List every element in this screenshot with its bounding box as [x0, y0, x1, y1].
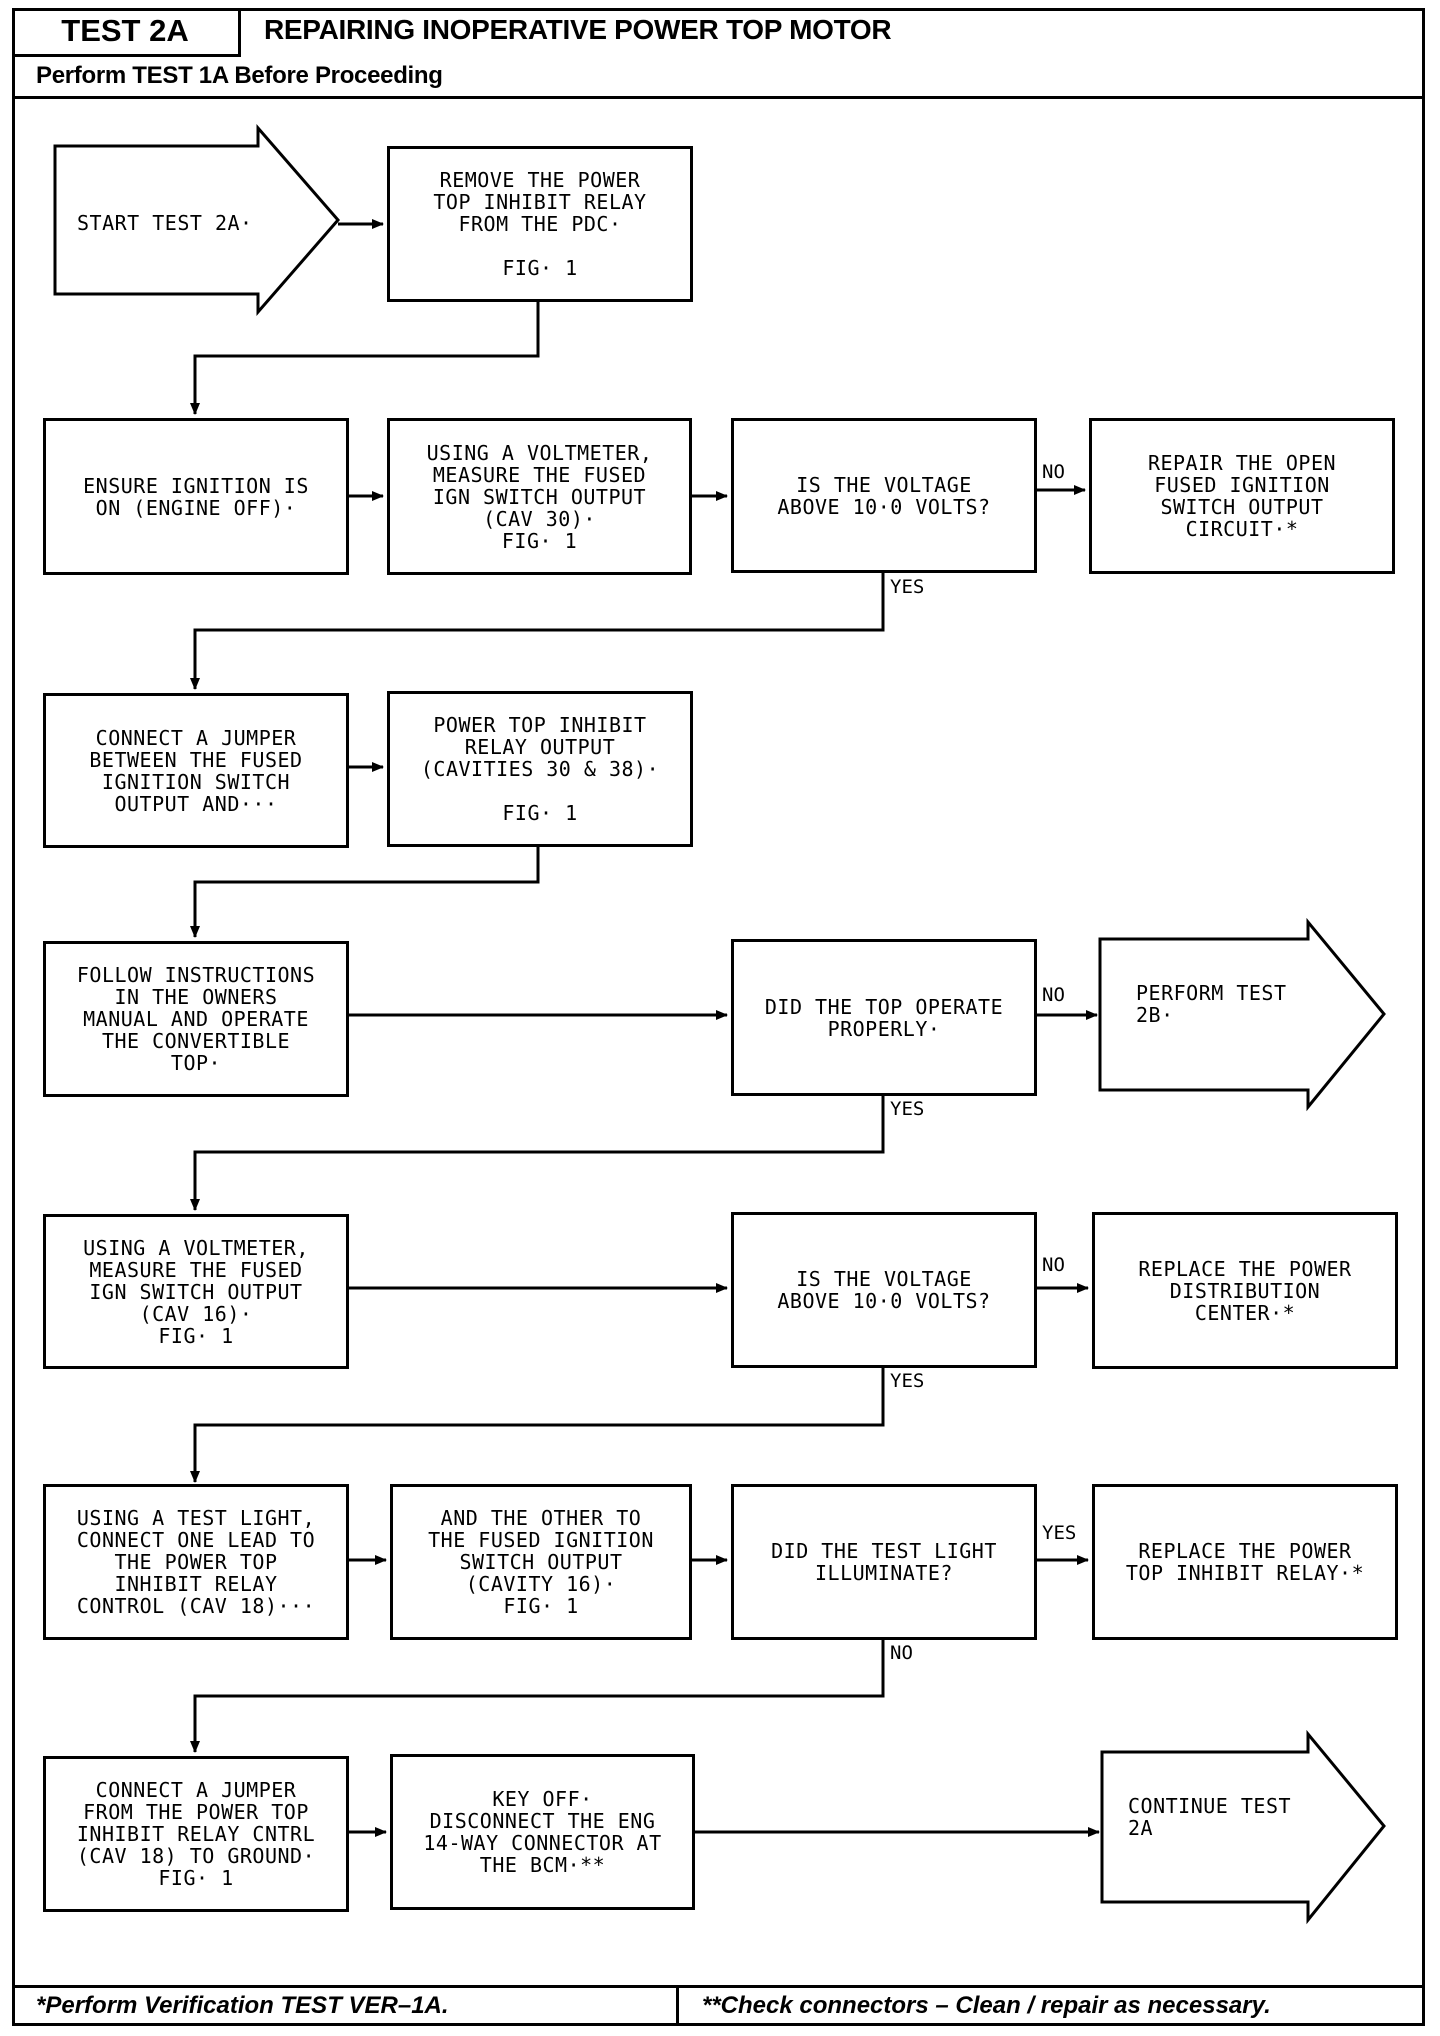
measure-cav16-step: USING A VOLTMETER, MEASURE THE FUSED IGN… [43, 1214, 349, 1369]
no-label-voltage-2: NO [1042, 1254, 1065, 1276]
top-operate-decision: DID THE TOP OPERATE PROPERLY· [731, 939, 1037, 1096]
voltage-check-2-decision: IS THE VOLTAGE ABOVE 10·0 VOLTS? [731, 1212, 1037, 1368]
start-step: START TEST 2A· [77, 211, 253, 235]
footer-divider [12, 1985, 1425, 1988]
measure-cav30-step: USING A VOLTMETER, MEASURE THE FUSED IGN… [387, 418, 692, 575]
follow-instructions-step: FOLLOW INSTRUCTIONS IN THE OWNERS MANUAL… [43, 941, 349, 1097]
perform-test-2b-step: PERFORM TEST 2B· [1136, 981, 1287, 1027]
yes-label-top-operate: YES [890, 1098, 925, 1120]
replace-relay-step: REPLACE THE POWER TOP INHIBIT RELAY·* [1092, 1484, 1398, 1640]
continue-test-2a-step: CONTINUE TEST 2A [1128, 1794, 1292, 1840]
yes-label-test-light: YES [1042, 1522, 1077, 1544]
relay-output-step: POWER TOP INHIBIT RELAY OUTPUT (CAVITIES… [387, 691, 693, 847]
other-lead-step: AND THE OTHER TO THE FUSED IGNITION SWIT… [390, 1484, 692, 1640]
continue-arrow-shape [1100, 1729, 1386, 1925]
voltage-check-1-decision: IS THE VOLTAGE ABOVE 10·0 VOLTS? [731, 418, 1037, 573]
repair-open-circuit-step: REPAIR THE OPEN FUSED IGNITION SWITCH OU… [1089, 418, 1395, 574]
page-title: REPAIRING INOPERATIVE POWER TOP MOTOR [264, 14, 892, 45]
test-id: TEST 2A [12, 8, 241, 57]
header-divider [12, 96, 1425, 99]
verification-note: *Perform Verification TEST VER–1A. [36, 1992, 449, 2019]
test-light-step: USING A TEST LIGHT, CONNECT ONE LEAD TO … [43, 1484, 349, 1640]
no-label-top-operate: NO [1042, 984, 1065, 1006]
connect-jumper-2-step: CONNECT A JUMPER FROM THE POWER TOP INHI… [43, 1756, 349, 1912]
connector-note: **Check connectors – Clean / repair as n… [702, 1992, 1271, 2019]
test-light-decision: DID THE TEST LIGHT ILLUMINATE? [731, 1484, 1037, 1640]
ensure-ignition-step: ENSURE IGNITION IS ON (ENGINE OFF)· [43, 418, 349, 575]
start-arrow-shape [53, 123, 340, 317]
no-label-voltage-1: NO [1042, 461, 1065, 483]
remove-relay-step: REMOVE THE POWER TOP INHIBIT RELAY FROM … [387, 146, 693, 302]
replace-pdc-step: REPLACE THE POWER DISTRIBUTION CENTER·* [1092, 1212, 1398, 1369]
connect-jumper-1-step: CONNECT A JUMPER BETWEEN THE FUSED IGNIT… [43, 693, 349, 848]
no-label-test-light: NO [890, 1642, 913, 1664]
footer-column-divider [676, 1985, 679, 2026]
page-frame [12, 8, 1425, 2026]
key-off-step: KEY OFF· DISCONNECT THE ENG 14-WAY CONNE… [390, 1754, 695, 1910]
yes-label-voltage-1: YES [890, 576, 925, 598]
perform-2b-arrow-shape [1098, 917, 1386, 1112]
prerequisite-note: Perform TEST 1A Before Proceeding [36, 62, 443, 89]
yes-label-voltage-2: YES [890, 1370, 925, 1392]
